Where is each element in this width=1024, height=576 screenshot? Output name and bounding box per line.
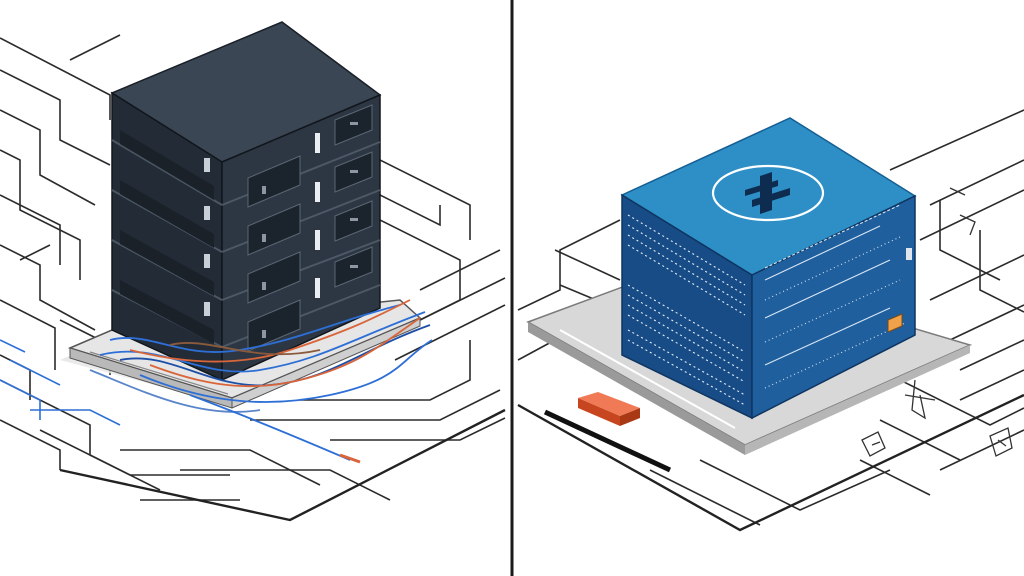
front-vent-rows bbox=[627, 214, 746, 406]
warning-label-icon bbox=[887, 313, 903, 333]
right-floor-bar bbox=[543, 409, 672, 473]
side-panel-lines bbox=[764, 204, 906, 389]
stacked-rack-server-icon bbox=[110, 21, 382, 382]
orange-accent-block bbox=[578, 392, 640, 426]
right-circuit-grid bbox=[517, 109, 1024, 526]
right-floor-edge bbox=[517, 393, 1024, 532]
left-blue-traces bbox=[0, 339, 121, 426]
cloud-emblem-icon bbox=[711, 164, 825, 222]
left-cables bbox=[89, 299, 433, 464]
left-floor-edge bbox=[59, 408, 506, 522]
side-latch bbox=[906, 248, 912, 260]
right-sketch-marks bbox=[861, 187, 1013, 457]
cloud-server-box-icon bbox=[620, 117, 917, 420]
